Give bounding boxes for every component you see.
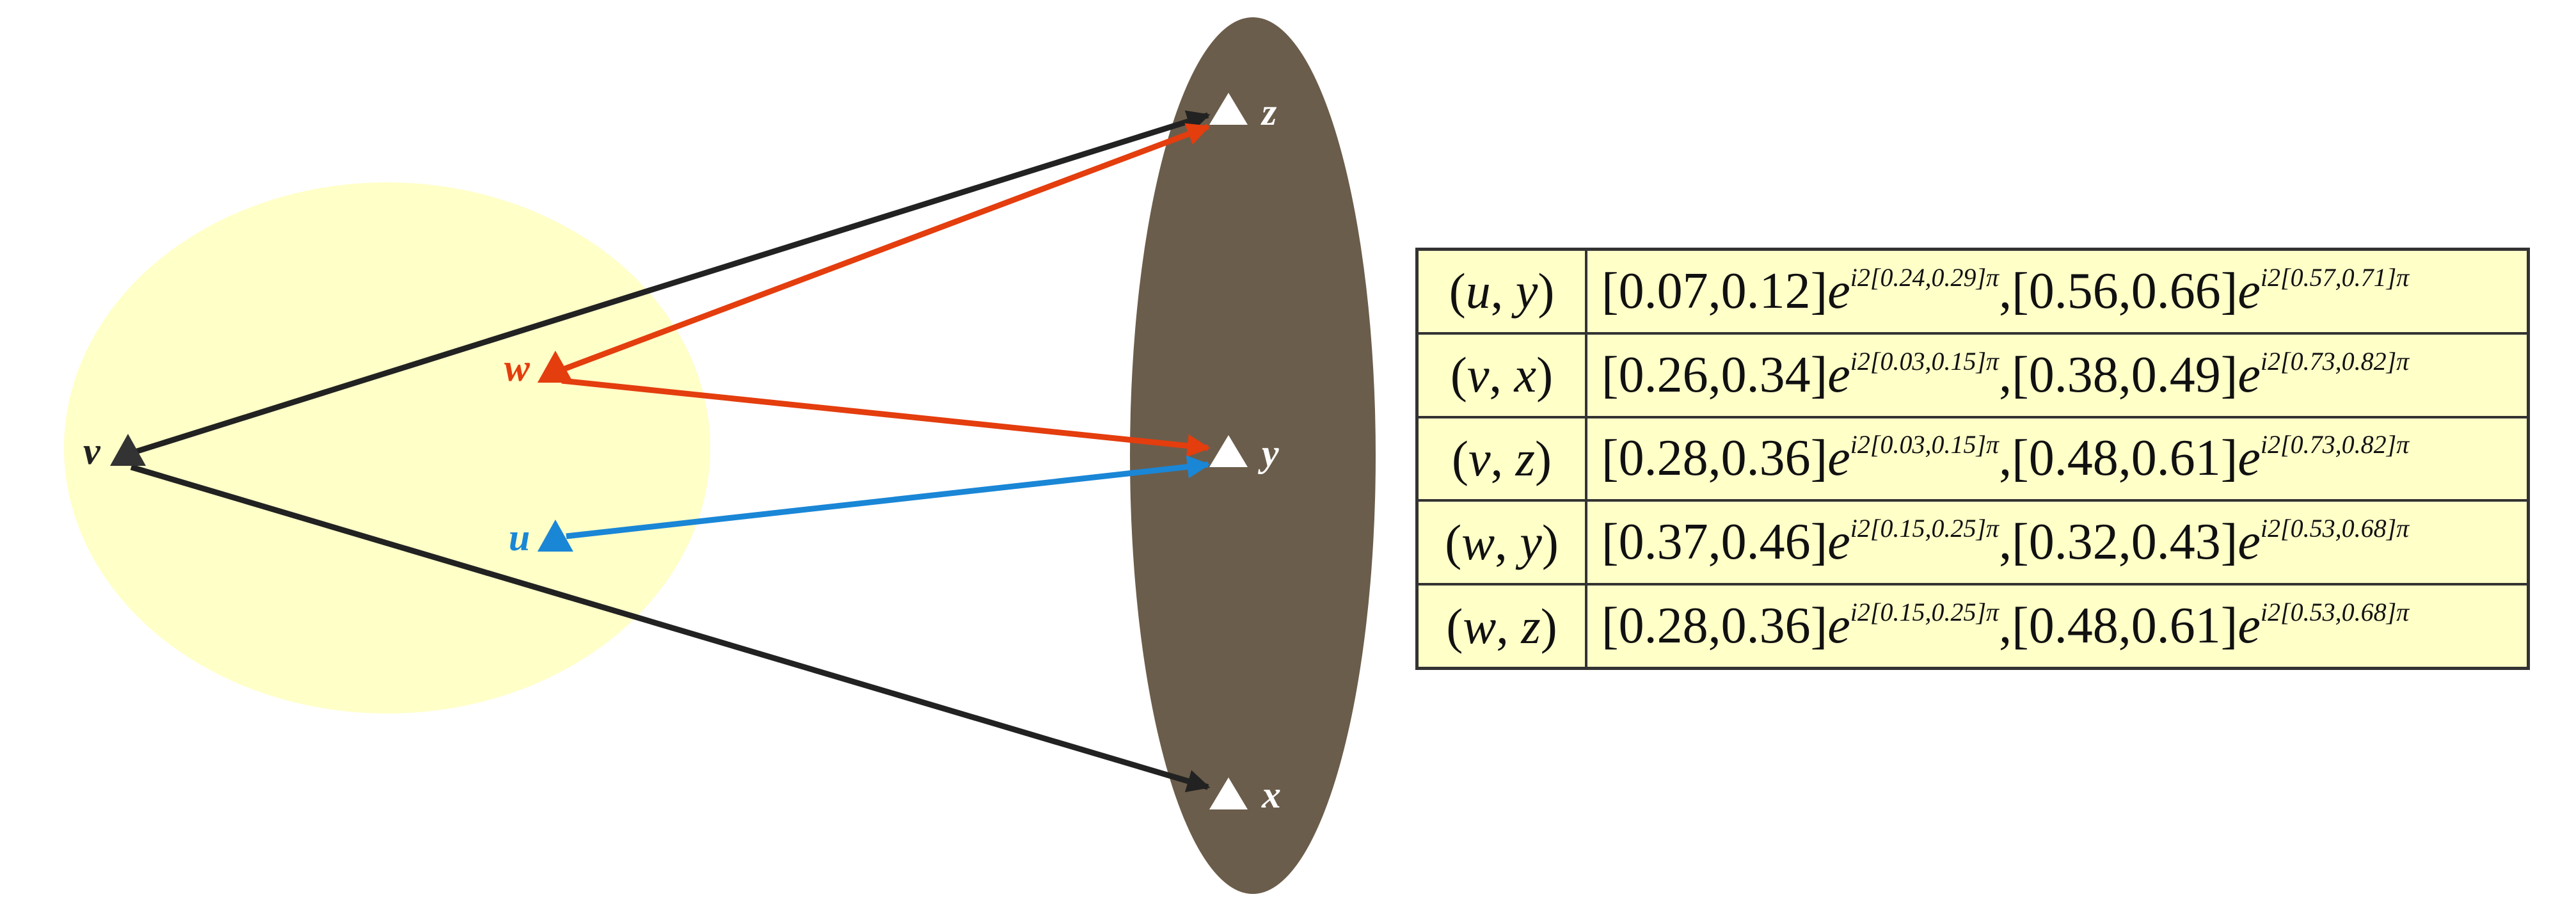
table-row: (u, y) [0.07,0.12]ei2[0.24,0.29]π,[0.56,… [1415, 248, 2530, 335]
edge-value-cell: [0.28,0.36]ei2[0.15,0.25]π,[0.48,0.61]ei… [1585, 583, 2530, 670]
edge-value-cell: [0.37,0.46]ei2[0.15,0.25]π,[0.32,0.43]ei… [1585, 499, 2530, 586]
edge-membership-table: (u, y) [0.07,0.12]ei2[0.24,0.29]π,[0.56,… [1415, 248, 2530, 670]
edge-value-cell: [0.28,0.36]ei2[0.03,0.15]π,[0.48,0.61]ei… [1585, 415, 2530, 502]
edge-value-cell: [0.07,0.12]ei2[0.24,0.29]π,[0.56,0.66]ei… [1585, 248, 2530, 335]
table-row: (v, x) [0.26,0.34]ei2[0.03,0.15]π,[0.38,… [1415, 331, 2530, 418]
edge-v-x [130, 464, 1211, 793]
node-v-label: v [83, 430, 101, 472]
node-w-label: w [504, 347, 530, 389]
table-row: (v, z) [0.28,0.36]ei2[0.03,0.15]π,[0.48,… [1415, 415, 2530, 502]
node-u-marker [537, 520, 573, 552]
node-y-marker [1209, 435, 1248, 467]
edge-w-z [561, 123, 1211, 373]
node-y-label: y [1258, 432, 1279, 474]
edge-pair-cell: (v, x) [1415, 331, 1587, 418]
node-w-marker [537, 351, 573, 383]
node-v-marker [110, 434, 146, 466]
right-vertex-set [1130, 17, 1376, 894]
edge-pair-cell: (u, y) [1415, 248, 1587, 335]
edge-w-y [561, 378, 1211, 458]
node-x-label: x [1261, 774, 1281, 816]
table-row: (w, y) [0.37,0.46]ei2[0.15,0.25]π,[0.32,… [1415, 499, 2530, 586]
left-vertex-set [64, 182, 710, 713]
node-z-marker [1209, 93, 1248, 125]
edge-pair-cell: (v, z) [1415, 415, 1587, 502]
edge-u-y [566, 455, 1211, 539]
edge-pair-cell: (w, z) [1415, 583, 1587, 670]
edge-v-z [130, 110, 1211, 456]
node-x-marker [1209, 777, 1248, 809]
edge-value-cell: [0.26,0.34]ei2[0.03,0.15]π,[0.38,0.49]ei… [1585, 331, 2530, 418]
edge-pair-cell: (w, y) [1415, 499, 1587, 586]
table-row: (w, z) [0.28,0.36]ei2[0.15,0.25]π,[0.48,… [1415, 583, 2530, 670]
node-u-label: u [509, 516, 530, 559]
node-z-label: z [1260, 91, 1277, 133]
